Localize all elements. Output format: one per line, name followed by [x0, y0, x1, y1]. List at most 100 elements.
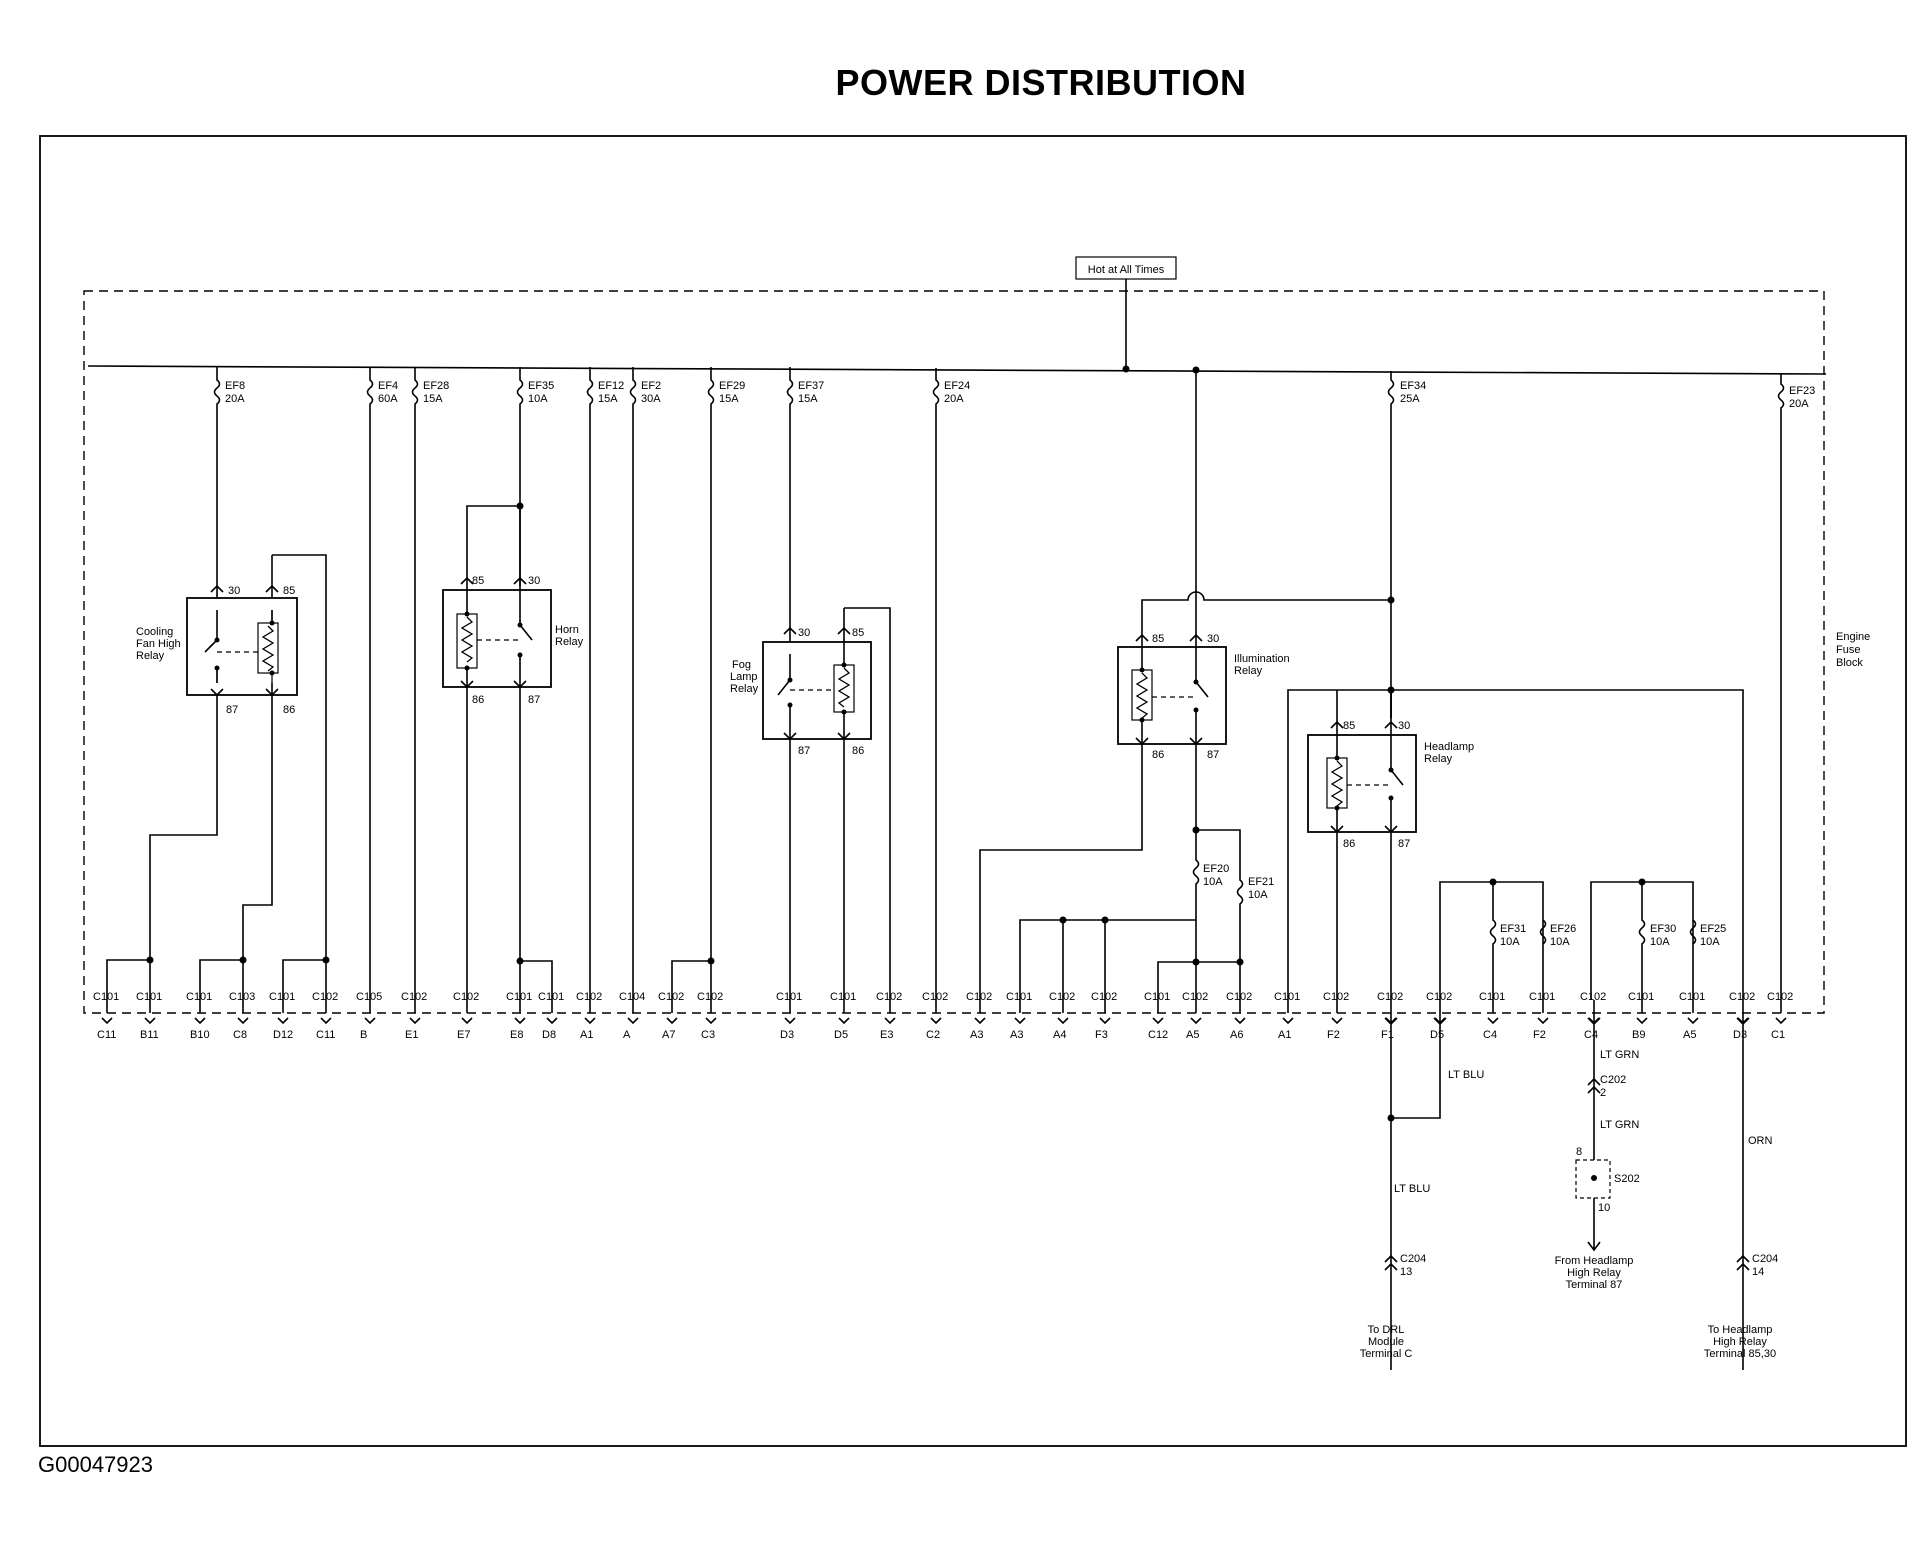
fuse-ef2-rating: 30A	[641, 393, 661, 405]
svg-text:85: 85	[852, 627, 864, 639]
fuse-ef37-name: EF37	[798, 380, 824, 392]
fuses-lower-right: EF31 10A EF26 10A EF30 10A EF25 10A	[1439, 878, 1726, 1000]
connector-28-id: C102	[1377, 991, 1403, 1003]
out1-dest-1: To DRL	[1368, 1324, 1405, 1336]
relay1-label-2: Fan High	[136, 638, 181, 650]
connector-30-id: C101	[1479, 991, 1505, 1003]
bottom-branches	[106, 956, 715, 1000]
connector-12-id: C104	[619, 991, 645, 1003]
svg-text:85: 85	[1343, 720, 1355, 732]
connector-13-id: C102	[658, 991, 684, 1003]
fuse-ef35-name: EF35	[528, 380, 554, 392]
block-label-2: Fuse	[1836, 644, 1860, 656]
out1-dest-2: Module	[1368, 1336, 1404, 1348]
connector-32-id: C102	[1580, 991, 1606, 1003]
connector-26-id: C101	[1274, 991, 1300, 1003]
fuse-ef20-name: EF20	[1203, 863, 1229, 875]
svg-text:85: 85	[472, 575, 484, 587]
svg-text:86: 86	[852, 745, 864, 757]
connector-23-pin: C12	[1148, 1029, 1168, 1041]
connector-11-pin: A1	[580, 1029, 593, 1041]
connector-6-id: C105	[356, 991, 382, 1003]
fuse-ef30-name: EF30	[1650, 923, 1676, 935]
fuse-ef29-rating: 15A	[719, 393, 739, 405]
connector-17-id: C102	[876, 991, 902, 1003]
fuse-ef23-name: EF23	[1789, 385, 1815, 397]
connector-16-pin: D5	[834, 1029, 848, 1041]
figure-id: G00047923	[38, 1452, 153, 1477]
connector-4-pin: D12	[273, 1029, 293, 1041]
external-wiring: LT BLU LT BLU C204 13 To DRL Module Term…	[1360, 1013, 1778, 1370]
connector-16-id: C101	[830, 991, 856, 1003]
svg-text:87: 87	[226, 704, 238, 716]
wire-lt-blu-1: LT BLU	[1448, 1069, 1484, 1081]
fuse-ef28-name: EF28	[423, 380, 449, 392]
connector-32-pin: C4	[1584, 1029, 1598, 1041]
s202-name: S202	[1614, 1173, 1640, 1185]
connector-21-pin: A4	[1053, 1029, 1066, 1041]
fuse-ef29-name: EF29	[719, 380, 745, 392]
svg-text:85: 85	[283, 585, 295, 597]
connector-15-pin: D3	[780, 1029, 794, 1041]
relay5-label-2: Relay	[1424, 753, 1453, 765]
connector-20-pin: A3	[1010, 1029, 1023, 1041]
wire-lt-blu-2: LT BLU	[1394, 1183, 1430, 1195]
connector-24-id: C102	[1182, 991, 1208, 1003]
wire-lt-grn-2: LT GRN	[1600, 1119, 1639, 1131]
connector-27-id: C102	[1323, 991, 1349, 1003]
connector-33-pin: B9	[1632, 1029, 1645, 1041]
connector-33-id: C101	[1628, 991, 1654, 1003]
c204-13-conn: C204	[1400, 1253, 1426, 1265]
connector-27-pin: F2	[1327, 1029, 1340, 1041]
connector-29-id: C102	[1426, 991, 1452, 1003]
c204-14-pin: 14	[1752, 1266, 1764, 1278]
fuse-ef28-rating: 15A	[423, 393, 443, 405]
connector-2-pin: B10	[190, 1029, 210, 1041]
connector-5-id: C102	[312, 991, 338, 1003]
connector-22-id: C102	[1091, 991, 1117, 1003]
relay3-label-3: Relay	[730, 683, 759, 695]
from-note-2: High Relay	[1567, 1267, 1621, 1279]
fuse-ef26-rating: 10A	[1550, 936, 1570, 948]
fuse-ef24-rating: 20A	[944, 393, 964, 405]
connector-19-id: C102	[966, 991, 992, 1003]
connector-3-id: C103	[229, 991, 255, 1003]
connector-31-id: C101	[1529, 991, 1555, 1003]
svg-text:87: 87	[798, 745, 810, 757]
connector-28-pin: F1	[1381, 1029, 1394, 1041]
connector-25-pin: A6	[1230, 1029, 1243, 1041]
relay1-label-1: Cooling	[136, 626, 173, 638]
connector-7-id: C102	[401, 991, 427, 1003]
relay-illumination: Illumination Relay 85 30 86 87	[979, 590, 1395, 1000]
svg-text:30: 30	[228, 585, 240, 597]
svg-text:86: 86	[283, 704, 295, 716]
connector-26-pin: A1	[1278, 1029, 1291, 1041]
wire-lt-grn-1: LT GRN	[1600, 1049, 1639, 1061]
connector-4-id: C101	[269, 991, 295, 1003]
fuse-ef37-rating: 15A	[798, 393, 818, 405]
connector-23-id: C101	[1144, 991, 1170, 1003]
connector-31-pin: F2	[1533, 1029, 1546, 1041]
svg-text:30: 30	[1207, 633, 1219, 645]
fuse-ef21-name: EF21	[1248, 876, 1274, 888]
connector-30-pin: C4	[1483, 1029, 1497, 1041]
connector-9-id: C101	[506, 991, 532, 1003]
